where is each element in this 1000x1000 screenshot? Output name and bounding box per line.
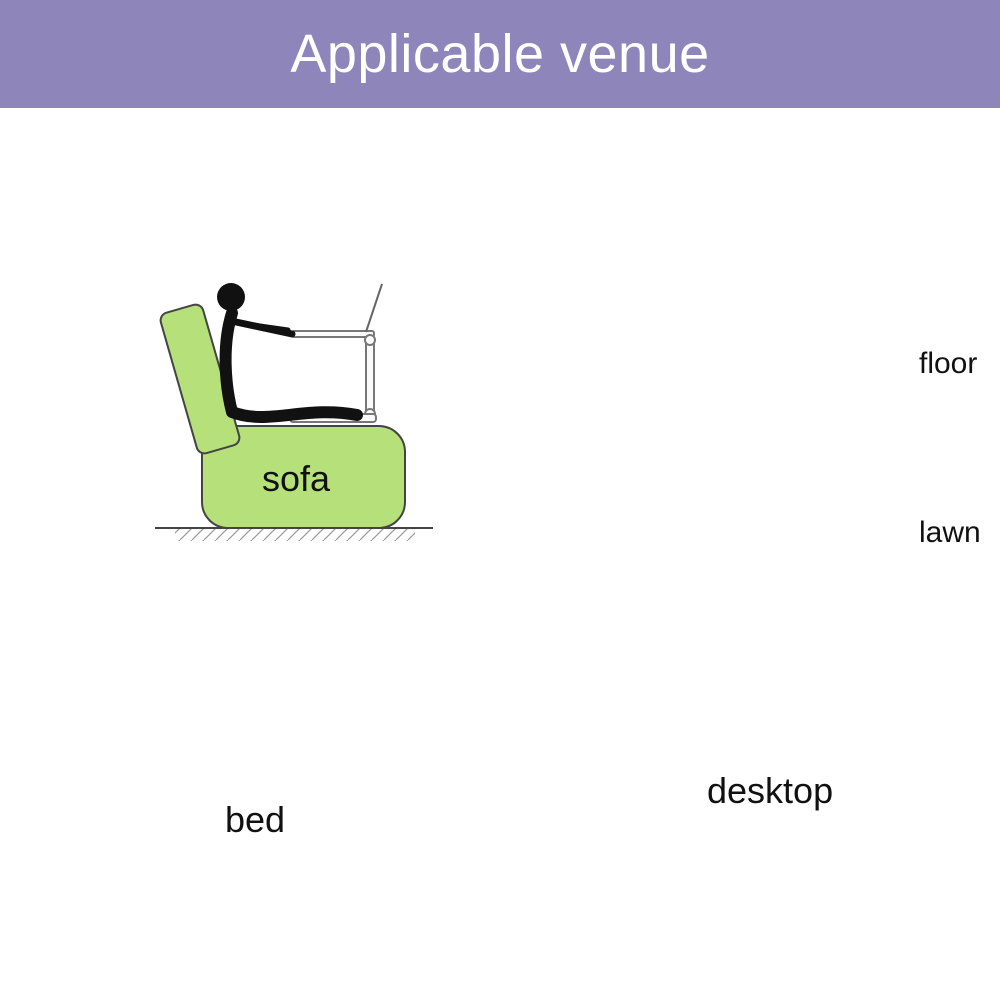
sofa-shape xyxy=(159,303,406,529)
venue-label-floor: floor xyxy=(919,347,978,380)
page-title: Applicable venue xyxy=(290,24,710,84)
venue-label-sofa: sofa xyxy=(262,458,331,499)
venue-label-bed: bed xyxy=(225,799,286,840)
venue-label-lawn: lawn xyxy=(919,516,981,549)
laptop-stand-sofa xyxy=(289,283,383,423)
sofa-scene xyxy=(155,283,433,541)
venue-label-desktop: desktop xyxy=(707,770,834,811)
header-banner: Applicable venue xyxy=(0,0,1000,108)
sofa-ground xyxy=(155,527,433,541)
person-sofa xyxy=(217,283,363,423)
